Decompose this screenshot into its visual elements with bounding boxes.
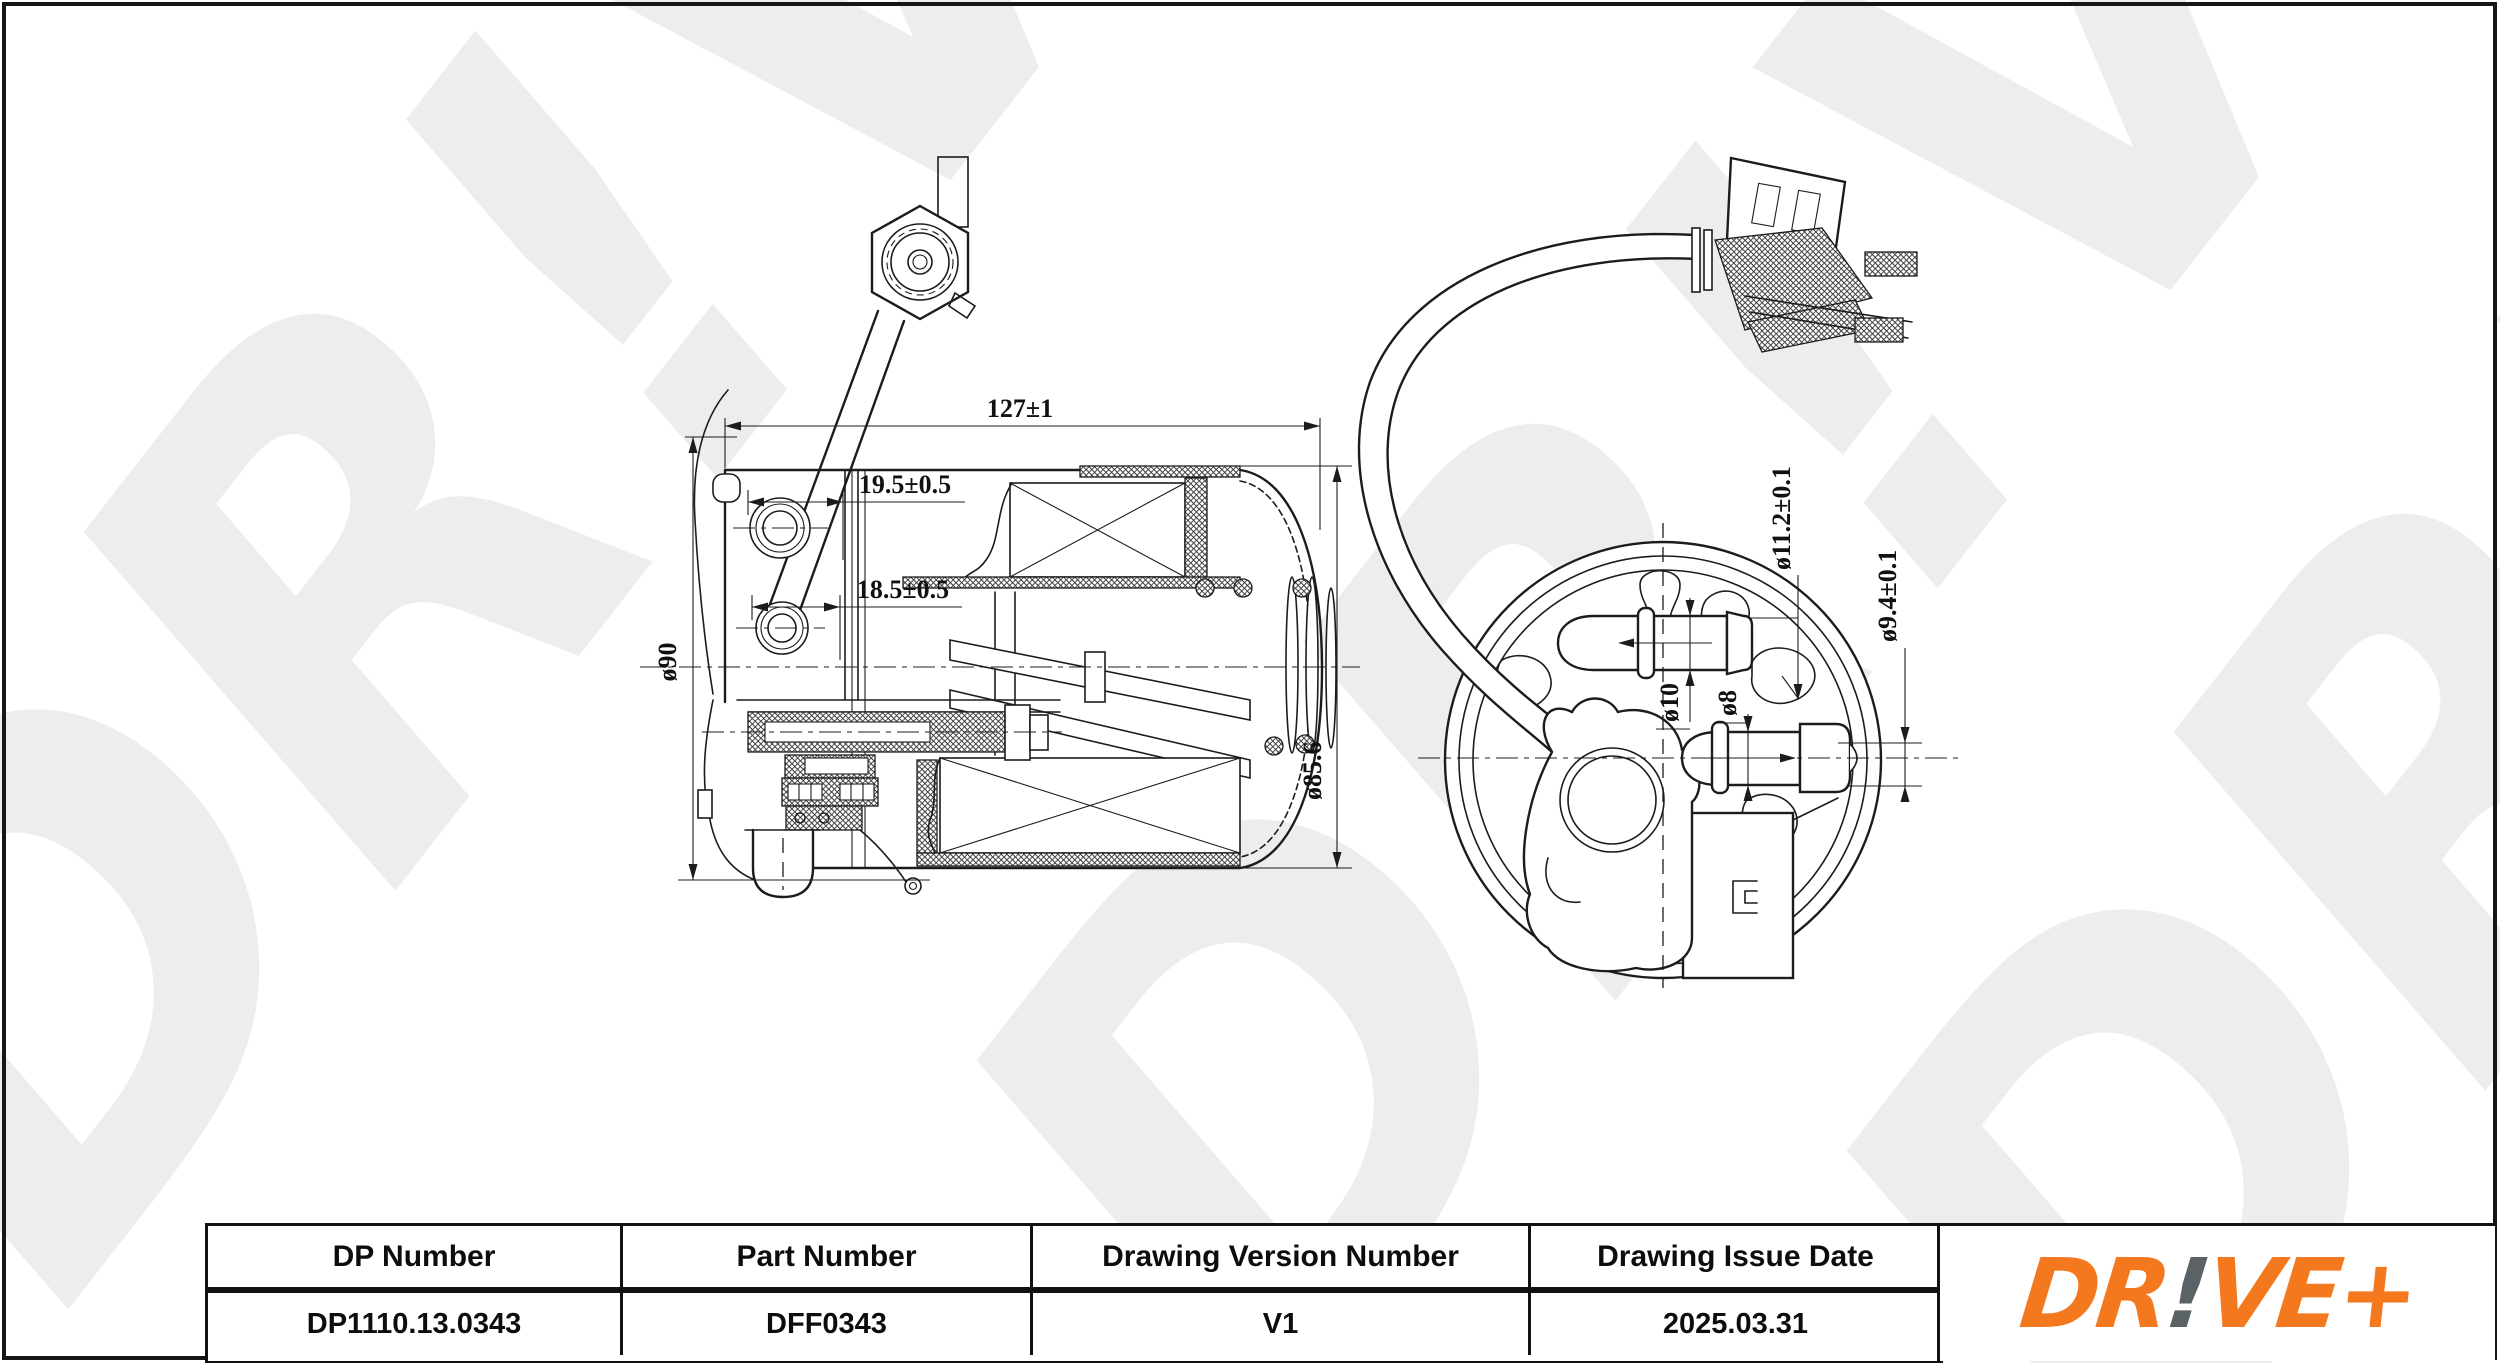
header-issue-date: Drawing Issue Date [1531, 1226, 1940, 1293]
dim-body-diameter: ø90 [653, 436, 930, 881]
svg-text:ø9.4±0.1: ø9.4±0.1 [1873, 550, 1902, 642]
svg-text:ø11.2±0.1: ø11.2±0.1 [1767, 466, 1796, 570]
dim-inner-diameter: ø85.6 [1240, 465, 1352, 869]
dim-upper-port-depth: 19.5±0.5 [747, 470, 965, 560]
logo-dr: DR [2014, 1237, 2173, 1350]
header-drawing-version: Drawing Version Number [1033, 1226, 1531, 1293]
inlet-outlet-ports [733, 469, 859, 701]
inlet-tube [760, 309, 906, 640]
value-part-number: DFF0343 [623, 1293, 1033, 1355]
dim-top-port-diameter: ø11.2±0.1 [1749, 466, 1803, 700]
dim-stub-diameter: ø9.4±0.1 [1838, 550, 1922, 802]
svg-text:19.5±0.5: 19.5±0.5 [859, 470, 951, 499]
quick-connector-fitting [1691, 156, 1918, 353]
brand-logo-cell: DR!VE+ [1937, 1223, 2495, 1361]
dim-lower-port-depth: 18.5±0.5 [751, 575, 962, 660]
filter-element-upper [902, 465, 1241, 589]
value-issue-date: 2025.03.31 [1662, 1307, 1809, 1340]
dim-overall-length: 127±1 [724, 394, 1321, 530]
fuel-hose [1357, 232, 1699, 754]
electrical-connector-box [1681, 797, 1839, 980]
svg-text:ø85.6: ø85.6 [1298, 742, 1327, 801]
svg-text:ø10: ø10 [1655, 683, 1684, 722]
header-dp-number: DP Number [208, 1226, 623, 1293]
svg-text:ø90: ø90 [653, 643, 682, 682]
value-drawing-version: V1 [1033, 1293, 1531, 1355]
logo-rest: VE+ [2200, 1237, 2421, 1350]
filter-cap [870, 156, 977, 321]
drive-plus-logo: DR!VE+ [2015, 1238, 2420, 1350]
dimension-annotations: 127±1 19.5±0.5 18.5±0.5 [653, 394, 1922, 881]
header-part-number: Part Number [623, 1226, 1033, 1293]
svg-text:127±1: 127±1 [987, 394, 1053, 423]
svg-text:ø8: ø8 [1713, 690, 1742, 716]
hose-fitting [1522, 697, 1701, 973]
value-dp-number: DP1110.13.0343 [208, 1293, 623, 1355]
dim-inlet-diameter: ø10 [1655, 598, 1695, 730]
filter-body [693, 389, 1324, 870]
filter-element-lower [916, 757, 1241, 867]
clip-symbol [1732, 880, 1758, 914]
title-block-table: DP Number Part Number Drawing Version Nu… [205, 1223, 1943, 1363]
svg-text:18.5±0.5: 18.5±0.5 [857, 575, 949, 604]
inlet-tube-top [1556, 606, 1754, 680]
side-section-view [640, 156, 1360, 899]
top-view [1357, 232, 1958, 988]
dim-outlet-diameter: ø8 [1713, 690, 1753, 801]
